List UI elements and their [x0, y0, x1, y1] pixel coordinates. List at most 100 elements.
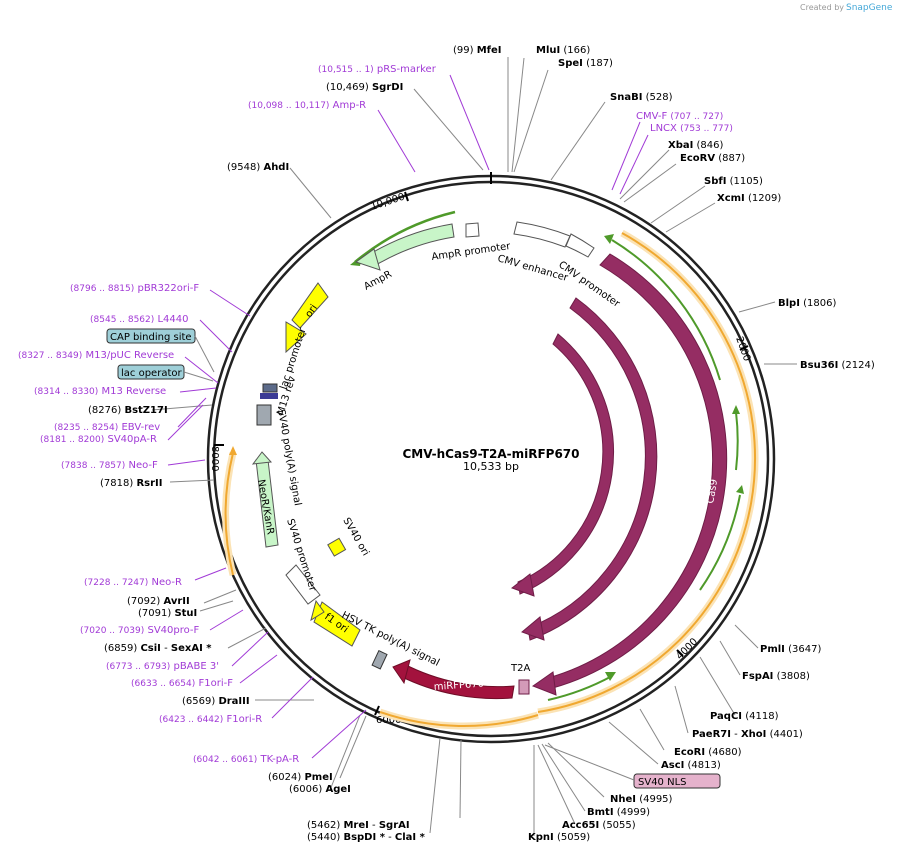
site-pmli[interactable]: PmlI (3647): [760, 644, 821, 655]
cas9-label-2: Cas9: [654, 471, 669, 497]
primer-amp-r[interactable]: (10,098 .. 10,117) Amp-R: [248, 100, 366, 111]
sv40-ori-feature[interactable]: [327, 537, 347, 557]
tick-8000: 8000: [209, 446, 220, 471]
site-ahdi[interactable]: (9548) AhdI: [227, 162, 289, 173]
sv40-promoter-feature[interactable]: [285, 564, 321, 605]
primer-pbabe-3[interactable]: (6773 .. 6793) pBABE 3': [106, 661, 219, 672]
site-fspai[interactable]: FspAI (3808): [742, 671, 810, 682]
tick-6000: 6000: [376, 715, 401, 726]
t2a-feature[interactable]: [518, 679, 530, 695]
green-orf-1: [611, 239, 721, 381]
cas9-arrow-middle[interactable]: [527, 297, 658, 641]
site-pmei[interactable]: (6024) PmeI: [268, 772, 333, 783]
orf-cas9[interactable]: [537, 232, 756, 713]
t2a-label: T2A: [510, 663, 530, 674]
site-bmti[interactable]: BmtI (4999): [587, 807, 650, 818]
site-spei[interactable]: SpeI (187): [558, 58, 613, 69]
green-orf-4-head: [605, 672, 616, 681]
cmv-promoter-feature[interactable]: [565, 233, 595, 258]
lac-op-leader: [183, 371, 214, 382]
neo-arrowhead: [251, 451, 273, 465]
cas9-label-1: Cas9: [612, 464, 627, 490]
site-snabi[interactable]: SnaBI (528): [610, 92, 673, 103]
snapgene-logo: SnapGene: [846, 3, 893, 13]
primer-leader-lines: [167, 74, 649, 759]
hsv-polya-feature[interactable]: [371, 649, 388, 670]
ori-arrowhead: [285, 321, 307, 354]
site-bstz17i[interactable]: (8276) BstZ17I: [88, 405, 168, 416]
cap-leader: [194, 335, 215, 373]
site-rsrii[interactable]: (7818) RsrII: [100, 478, 162, 489]
primer-prs-marker[interactable]: (10,515 .. 1) pRS-marker: [318, 64, 437, 75]
site-paer7i[interactable]: PaeR7I - XhoI (4401): [692, 729, 803, 740]
sv40-nls-box[interactable]: [633, 773, 721, 789]
primer-f1ori-f[interactable]: (6633 .. 6654) F1ori-F: [131, 678, 233, 689]
cap-binding-site-label: CAP binding site: [110, 332, 192, 343]
primer-cmv-f[interactable]: CMV-F (707 .. 727): [636, 111, 723, 122]
primer-neo-f[interactable]: (7838 .. 7857) Neo-F: [61, 460, 158, 471]
site-ecorv[interactable]: EcoRV (887): [680, 153, 745, 164]
primer-l4440[interactable]: (8545 .. 8562) L4440: [90, 314, 189, 325]
green-orf-2: [735, 411, 739, 471]
cas9-arrow-outer-head: [531, 671, 557, 696]
site-mfei[interactable]: (99) MfeI: [453, 45, 502, 56]
orf-neo[interactable]: [224, 452, 234, 576]
primer-f1ori-r[interactable]: (6423 .. 6442) F1ori-R: [159, 714, 262, 725]
green-orf-3-head: [736, 485, 744, 494]
primer-m13-puc-reverse[interactable]: (8327 .. 8349) M13/pUC Reverse: [18, 350, 174, 361]
site-bspdi[interactable]: (5440) BspDI * - ClaI *: [307, 832, 426, 843]
green-orf-1-head: [604, 234, 614, 244]
cas9-arrow-outer[interactable]: [544, 253, 728, 691]
site-kpni[interactable]: KpnI (5059): [528, 832, 590, 843]
primer-tk-pa-r[interactable]: (6042 .. 6061) TK-pA-R: [193, 754, 299, 765]
green-orf-3: [699, 494, 741, 591]
site-blpi[interactable]: BlpI (1806): [778, 298, 836, 309]
site-nhei[interactable]: NheI (4995): [610, 794, 673, 805]
site-sbfi[interactable]: SbfI (1105): [704, 176, 763, 187]
site-asci[interactable]: AscI (4813): [661, 760, 721, 771]
site-avrii[interactable]: (7092) AvrII: [127, 596, 190, 607]
primer-ebv-rev[interactable]: (8235 .. 8254) EBV-rev: [54, 422, 160, 433]
primer-neo-r[interactable]: (7228 .. 7247) Neo-R: [84, 577, 182, 588]
site-sgrdi[interactable]: (10,469) SgrDI: [326, 82, 403, 93]
site-bsu36i[interactable]: Bsu36I (2124): [800, 360, 875, 371]
site-mlui[interactable]: MluI (166): [536, 45, 590, 56]
sv40-polya-feature[interactable]: [256, 404, 272, 426]
orf-mirfp[interactable]: [379, 711, 539, 727]
site-stui[interactable]: (7091) StuI: [138, 608, 197, 619]
site-xbai[interactable]: XbaI (846): [668, 140, 724, 151]
primer-sv40pro-f[interactable]: (7020 .. 7039) SV40pro-F: [80, 625, 200, 636]
cas9-arrow-middle-head: [521, 616, 545, 641]
site-agei[interactable]: (6006) AgeI: [289, 784, 351, 795]
green-orf-2-head: [732, 405, 740, 414]
orf-neo-arrowhead: [229, 446, 237, 455]
site-paqci[interactable]: PaqCI (4118): [710, 711, 779, 722]
m13-rev-feature[interactable]: [260, 393, 278, 399]
ori-feature[interactable]: [291, 282, 329, 329]
site-acc65i[interactable]: Acc65I (5055): [562, 820, 636, 831]
cmv-enhancer-feature[interactable]: [513, 221, 571, 248]
cas9-arrow-inner-head: [510, 573, 535, 597]
mirfp-arrowhead: [392, 659, 411, 685]
primer-sv40pa-r[interactable]: (8181 .. 8200) SV40pA-R: [40, 434, 157, 445]
cas9-label-3: Cas9: [705, 478, 720, 504]
f1-ori-arrowhead: [310, 599, 325, 622]
site-csii[interactable]: (6859) CsiI - SexAI *: [104, 643, 212, 654]
lac-promoter-feature[interactable]: [262, 383, 278, 393]
site-xcmi[interactable]: XcmI (1209): [717, 193, 781, 204]
primer-lncx[interactable]: LNCX (753 .. 777): [650, 123, 733, 134]
mirfp-feature[interactable]: [399, 663, 515, 700]
site-draiii[interactable]: (6569) DraIII: [182, 696, 250, 707]
sv40-nls-label: SV40 NLS: [638, 777, 687, 788]
ampr-label: AmpR: [362, 269, 394, 293]
primer-pbr322ori-f[interactable]: (8796 .. 8815) pBR322ori-F: [70, 283, 199, 294]
cas9-arrow-inner[interactable]: [517, 333, 614, 595]
site-mrei[interactable]: (5462) MreI - SgrAI: [307, 820, 410, 831]
ampr-promoter-feature[interactable]: [465, 222, 480, 238]
ampr-arrowhead: [354, 248, 381, 271]
lac-operator-label: lac operator: [121, 368, 182, 379]
site-ecori[interactable]: EcoRI (4680): [674, 747, 742, 758]
primer-m13-reverse[interactable]: (8314 .. 8330) M13 Reverse: [34, 386, 166, 397]
sv40-ori-label: SV40 ori: [340, 516, 371, 558]
